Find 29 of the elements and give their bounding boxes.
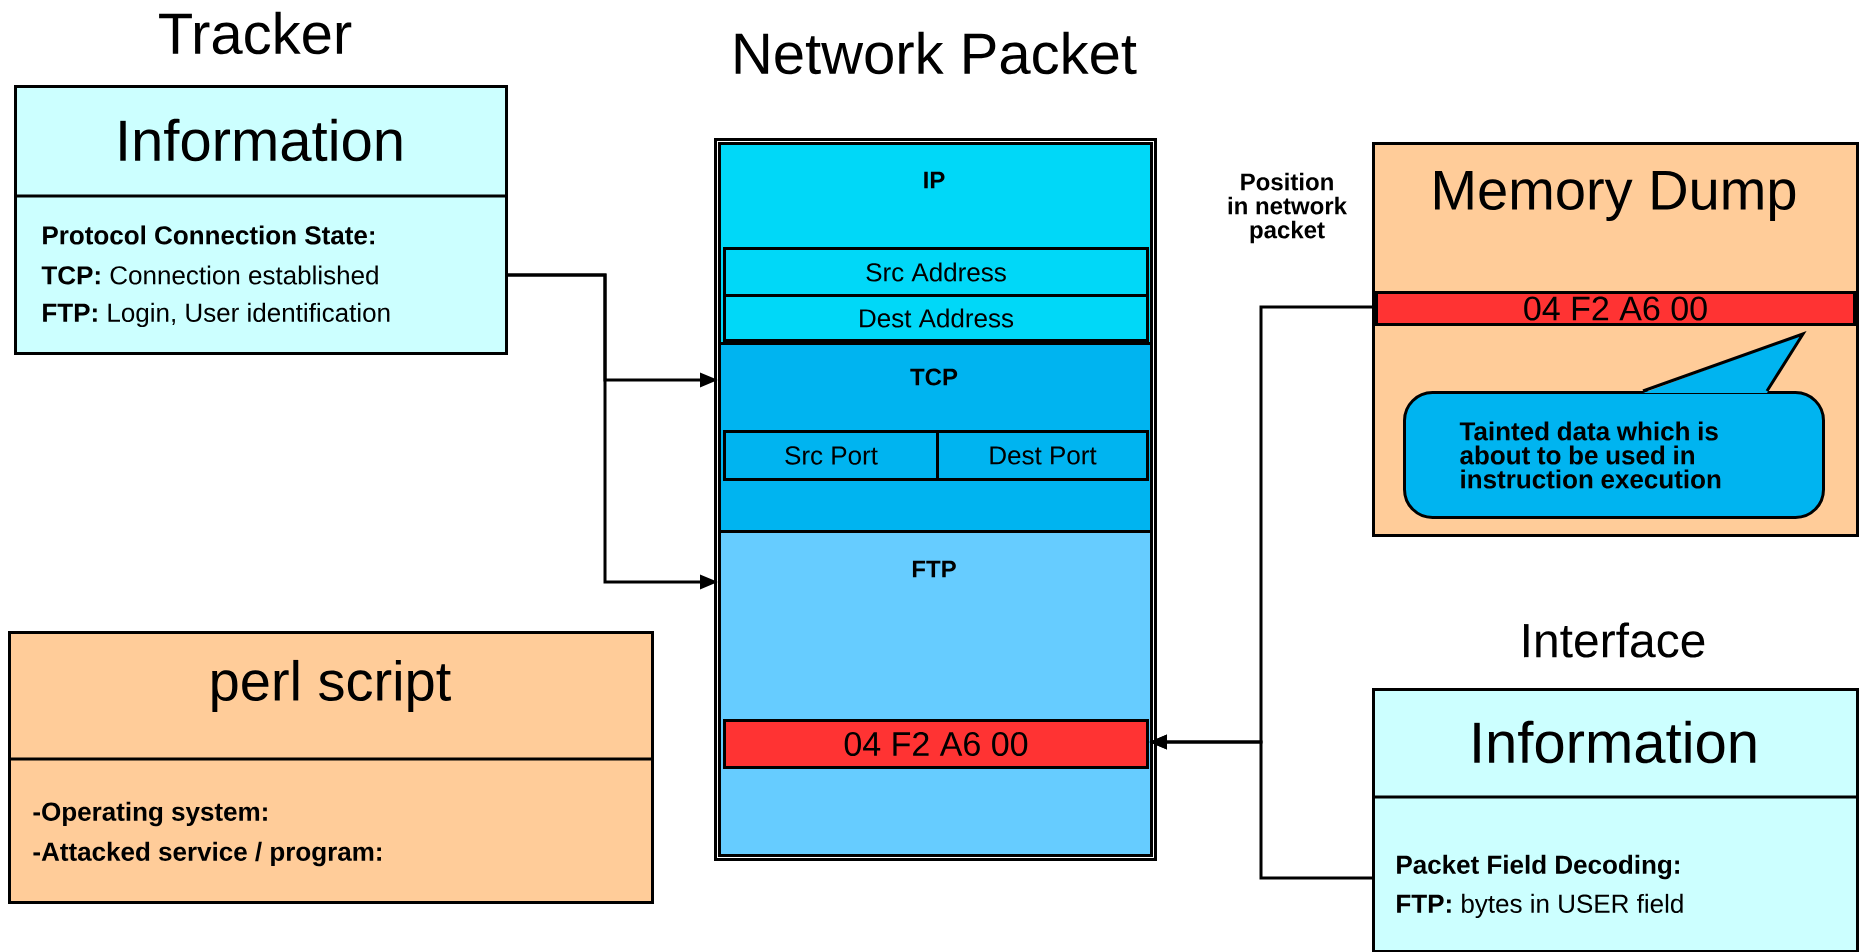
- field-box: Dest Port: [936, 430, 1149, 481]
- panel-title: Information: [120, 118, 402, 162]
- body-text: Packet Field Decoding:: [1397, 854, 1679, 880]
- body-text: TCP: Connection established: [41, 265, 378, 285]
- panel-heading: Tracker: [159, 11, 352, 55]
- panel-heading: Interface: [1524, 622, 1705, 658]
- panel-title: Memory Dump: [1435, 170, 1796, 222]
- body-text: Protocol Connection State:: [43, 225, 374, 245]
- section-label: TCP: [910, 368, 958, 386]
- info-panel: [8, 631, 654, 904]
- field-box: Src Address: [723, 247, 1149, 297]
- box-heading: Network Packet: [735, 31, 1137, 75]
- info-panel: [1372, 622, 1859, 952]
- body-text: -Operating system:: [33, 801, 267, 827]
- panel-title: Information: [1474, 720, 1756, 764]
- highlighted-field: 04 F2 A6 00: [723, 719, 1149, 769]
- highlighted-bytes: 04 F2 A6 00: [1375, 291, 1856, 326]
- body-text: FTP: bytes in USER field: [1397, 893, 1683, 919]
- info-panel: [14, 11, 508, 355]
- annotation-text: Position in network packet: [1228, 172, 1347, 244]
- packet-box: [714, 31, 1157, 861]
- field-box: Src Port: [723, 430, 939, 481]
- section-label: IP: [924, 171, 945, 189]
- body-text: -Attacked service / program:: [33, 841, 381, 867]
- speech-bubble: Tainted data which is about to be used in instruction execution: [1403, 331, 1825, 519]
- section-label: FTP: [912, 560, 956, 578]
- body-text: FTP: Login, User identification: [43, 302, 390, 328]
- panel-title: perl script: [212, 659, 451, 713]
- field-box: Dest Address: [723, 294, 1149, 342]
